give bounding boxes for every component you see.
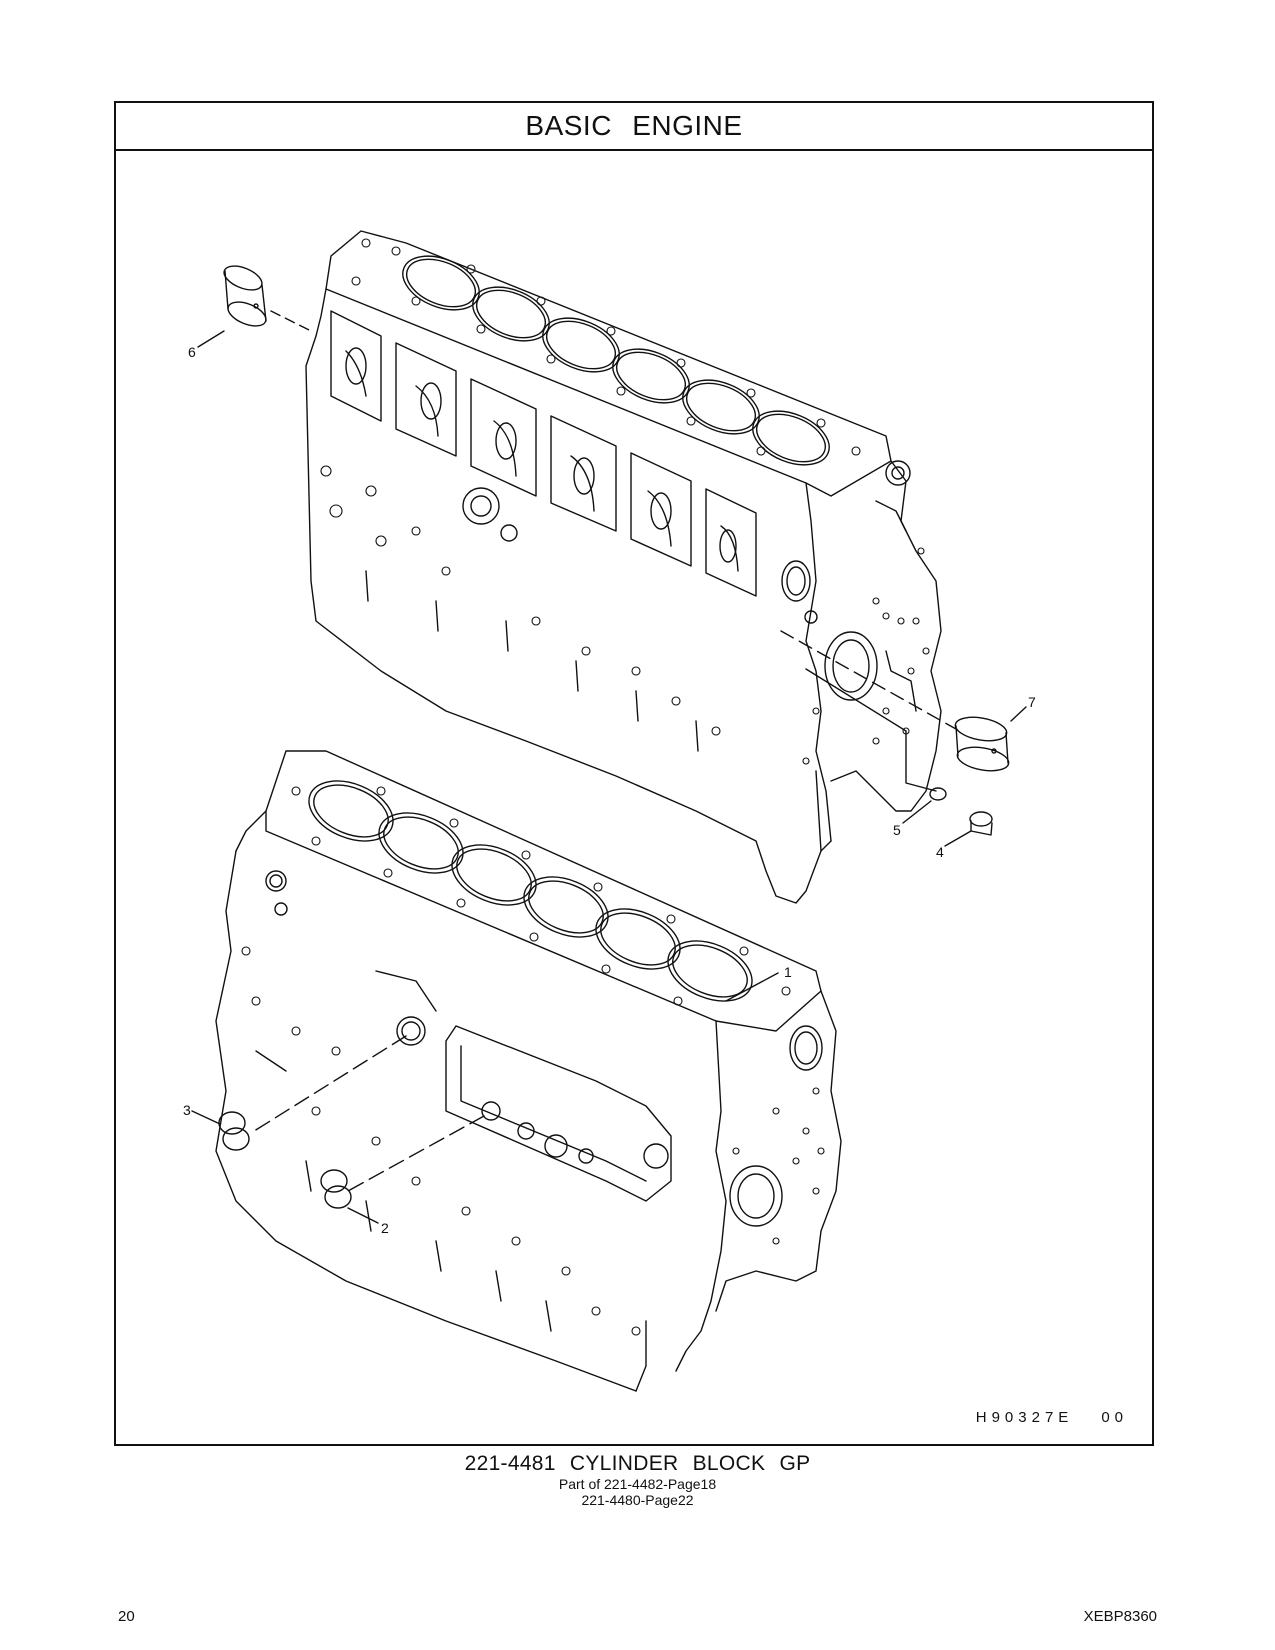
part-5-o-ring bbox=[929, 787, 947, 801]
part-2-plug bbox=[320, 1169, 352, 1209]
leader-6 bbox=[197, 330, 225, 348]
leader-5 bbox=[902, 800, 932, 824]
lower-cylinder-block bbox=[215, 750, 842, 1392]
callout-5: 5 bbox=[893, 822, 901, 838]
leader-4-5-dashed bbox=[805, 668, 937, 792]
page-number: 20 bbox=[118, 1608, 135, 1625]
group-caption-part-of: Part of 221-4482-Page18 bbox=[558, 1476, 717, 1492]
leader-7-dashed bbox=[780, 630, 957, 730]
callout-3: 3 bbox=[183, 1102, 191, 1118]
part-7-bearing bbox=[954, 716, 1010, 772]
group-caption-title: 221-4481 CYLINDER BLOCK GP bbox=[464, 1452, 811, 1475]
document-number: XEBP8360 bbox=[1083, 1608, 1157, 1625]
leader-3-dashed bbox=[250, 1035, 407, 1134]
exploded-parts-drawing: 1 2 3 4 5 6 7 bbox=[116, 151, 1152, 1444]
leader-3 bbox=[191, 1110, 221, 1125]
part-4-plug bbox=[969, 811, 993, 836]
callout-6: 6 bbox=[188, 344, 196, 360]
callout-7: 7 bbox=[1028, 694, 1036, 710]
leader-1 bbox=[725, 972, 779, 1002]
part-6-cam-bearing bbox=[223, 265, 267, 327]
group-caption-also: 221-4480-Page22 bbox=[581, 1492, 694, 1508]
part-3-plug bbox=[218, 1111, 250, 1151]
leader-2-dashed bbox=[347, 1115, 485, 1192]
leader-6-dashed bbox=[270, 310, 312, 332]
upper-cylinder-block bbox=[305, 230, 942, 904]
reference-code: H90327E bbox=[975, 1409, 1074, 1426]
callout-1: 1 bbox=[784, 964, 792, 980]
leader-2 bbox=[347, 1207, 379, 1224]
illustration-reference: H90327E 00 bbox=[976, 1409, 1128, 1426]
section-title: BASIC ENGINE bbox=[116, 103, 1152, 151]
leader-4 bbox=[944, 830, 972, 847]
callout-2: 2 bbox=[381, 1220, 389, 1236]
revision-code: 00 bbox=[1101, 1409, 1128, 1426]
illustration-frame: BASIC ENGINE bbox=[114, 101, 1154, 1446]
callout-4: 4 bbox=[936, 844, 944, 860]
leader-7 bbox=[1010, 706, 1027, 722]
